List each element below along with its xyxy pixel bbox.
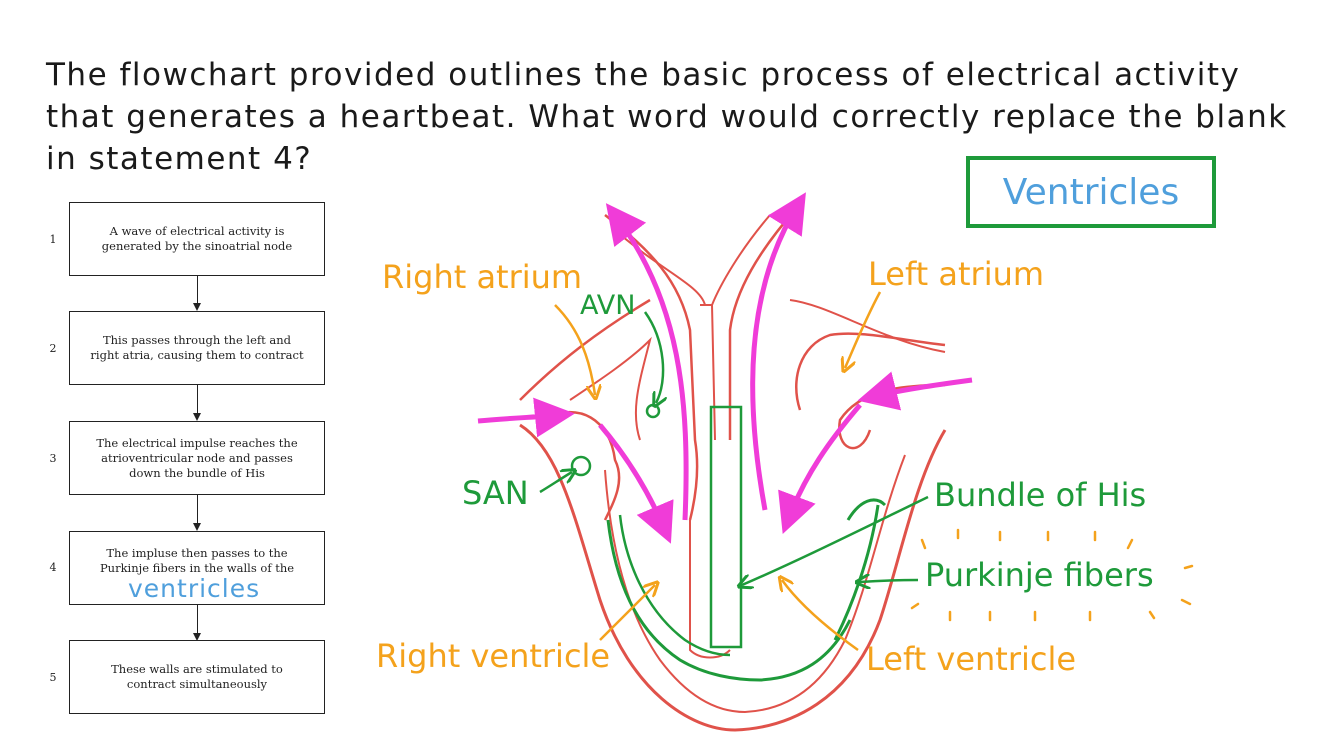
pointer-purkinje: [860, 580, 919, 582]
flow-arrow-in-left: [857, 371, 973, 411]
step-number: 4: [49, 561, 57, 574]
septum: [689, 520, 731, 659]
step-number: 3: [49, 452, 57, 465]
flow-arrowhead: [193, 413, 201, 421]
flow-arrow: [197, 276, 198, 303]
label-bundle-of-his: Bundle of His: [934, 476, 1147, 514]
label-purkinje-fibers: Purkinje fibers: [925, 556, 1154, 594]
avn-node: [645, 403, 661, 419]
label-left-atrium: Left atrium: [868, 255, 1045, 293]
answer-text: Ventricles: [1002, 171, 1180, 213]
pointer-left-atrium: [845, 291, 882, 368]
pointer-bundle-of-his: [742, 495, 929, 585]
vessel-right: [728, 209, 796, 440]
step-number: 5: [49, 671, 57, 684]
bundle-of-his-shape: [709, 405, 743, 649]
step-text: These walls are stimulated to contract s…: [111, 662, 283, 691]
label-avn: AVN: [580, 290, 636, 321]
left-atrium-wall: [795, 332, 946, 450]
flow-arrow: [197, 385, 198, 413]
step-number: 2: [49, 342, 57, 355]
flowchart-step-2: This passes through the left and right a…: [69, 311, 325, 385]
flow-arrow: [197, 495, 198, 523]
question-text: The flowchart provided outlines the basi…: [46, 57, 1288, 177]
right-atrium-inner: [569, 336, 652, 441]
heart-outer-wall: [519, 423, 947, 732]
label-right-ventricle: Right ventricle: [376, 637, 611, 675]
flow-arrow-in-right: [477, 397, 575, 438]
label-right-atrium: Right atrium: [382, 258, 583, 296]
step-text: The impluse then passes to the Purkinje …: [99, 546, 295, 575]
flow-arrow-up-left: [605, 203, 689, 521]
filled-blank-word: ventricles: [128, 574, 261, 603]
flowchart-step-1: A wave of electrical activity is generat…: [69, 202, 325, 276]
answer-box: Ventricles: [966, 156, 1216, 228]
flowchart-step-4: The impluse then passes to the Purkinje …: [69, 531, 325, 605]
flow-arrow-down-right: [598, 423, 674, 544]
step-text: A wave of electrical activity is generat…: [101, 224, 293, 253]
step-text: The electrical impulse reaches the atrio…: [96, 435, 298, 480]
vessel-right-outer: [711, 214, 771, 306]
flow-arrow: [197, 605, 198, 633]
pointer-avn: [643, 311, 663, 403]
purkinje-left: [606, 519, 852, 682]
flow-arrowhead: [193, 523, 201, 531]
pointer-right-atrium: [554, 304, 595, 395]
pointer-right-ventricle: [599, 585, 655, 641]
flowchart-step-5: These walls are stimulated to contract s…: [69, 640, 325, 714]
flow-arrowhead: [193, 633, 201, 641]
pointer-san: [539, 472, 572, 494]
vessel-center: [700, 304, 716, 441]
flow-arrow-up-right: [750, 192, 806, 511]
san-node: [570, 455, 592, 477]
flow-arrow-down-left: [778, 403, 862, 535]
right-atrium-wall: [519, 298, 651, 521]
purkinje-inner: [618, 514, 731, 657]
flow-arrowhead: [193, 303, 201, 311]
pointer-left-ventricle: [782, 580, 859, 652]
purkinje-emphasis-marks: [910, 528, 1194, 622]
label-san: SAN: [462, 474, 529, 512]
step-number: 1: [49, 233, 57, 246]
label-left-ventricle: Left ventricle: [866, 640, 1077, 678]
flowchart-step-3: The electrical impulse reaches the atrio…: [69, 421, 325, 495]
left-atrium-outer: [789, 299, 946, 353]
step-text: This passes through the left and right a…: [90, 333, 304, 362]
